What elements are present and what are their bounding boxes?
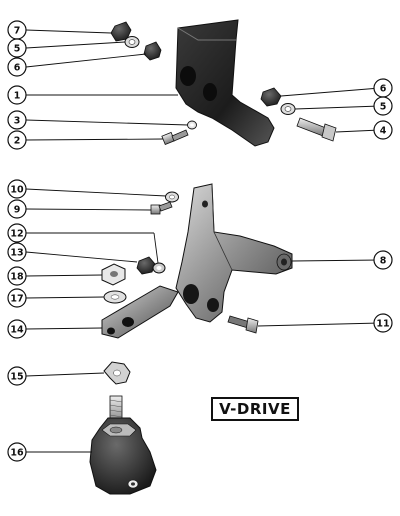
callout-15: 15 <box>7 366 27 386</box>
callout-11: 11 <box>373 313 393 333</box>
callout-5-right: 5 <box>373 96 393 116</box>
callout-18: 18 <box>7 266 27 286</box>
callout-6-right: 6 <box>373 78 393 98</box>
callout-16: 16 <box>7 442 27 462</box>
right-washer-part <box>280 103 296 115</box>
callout-8: 8 <box>373 250 393 270</box>
callout-7: 7 <box>7 20 27 40</box>
svg-text:12: 12 <box>10 228 23 239</box>
callout-5-top: 5 <box>7 38 27 58</box>
svg-text:5: 5 <box>14 43 21 54</box>
callout-10: 10 <box>7 179 27 199</box>
lock-washer-part <box>152 262 166 274</box>
callout-12: 12 <box>7 223 27 243</box>
svg-text:14: 14 <box>10 324 24 335</box>
long-bolt-part <box>296 117 337 142</box>
small-washer-part <box>187 120 197 130</box>
link-bar-part <box>101 285 179 339</box>
svg-text:9: 9 <box>14 204 21 215</box>
svg-text:16: 16 <box>10 447 24 458</box>
svg-text:7: 7 <box>14 25 21 36</box>
callout-4: 4 <box>373 120 393 140</box>
mid-bolt-part <box>150 201 173 215</box>
callout-9: 9 <box>7 199 27 219</box>
mid-nut-part <box>136 256 156 275</box>
svg-text:1: 1 <box>14 90 21 101</box>
svg-text:6: 6 <box>380 83 387 94</box>
engine-mount-part <box>89 395 157 495</box>
short-bolt-part <box>161 129 189 146</box>
hex-nut-part <box>101 263 126 286</box>
svg-text:8: 8 <box>380 255 387 266</box>
callout-2: 2 <box>7 130 27 150</box>
svg-text:10: 10 <box>10 184 24 195</box>
callout-14: 14 <box>7 319 27 339</box>
right-spacer-part <box>260 87 282 107</box>
svg-text:2: 2 <box>14 135 21 146</box>
svg-text:4: 4 <box>380 125 387 136</box>
svg-text:13: 13 <box>10 247 23 258</box>
vdrive-bracket-part <box>175 183 293 323</box>
svg-text:17: 17 <box>10 293 23 304</box>
svg-text:3: 3 <box>14 115 21 126</box>
mid-washer-part <box>165 191 179 203</box>
mounting-bracket-part <box>175 19 275 147</box>
svg-text:11: 11 <box>376 318 389 329</box>
svg-text:6: 6 <box>14 62 21 73</box>
top-washer-part <box>124 36 140 48</box>
callout-6-top: 6 <box>7 57 27 77</box>
vdrive-label: V-DRIVE <box>211 397 299 421</box>
side-bolt-part <box>227 315 259 334</box>
svg-text:15: 15 <box>10 371 23 382</box>
callout-13: 13 <box>7 242 27 262</box>
callout-3: 3 <box>7 110 27 130</box>
callout-17: 17 <box>7 288 27 308</box>
callout-1: 1 <box>7 85 27 105</box>
leader-lines <box>25 29 381 453</box>
tab-washer-part <box>103 361 131 385</box>
svg-text:18: 18 <box>10 271 24 282</box>
flat-washer-part <box>103 290 127 304</box>
top-spacer-part <box>143 41 162 61</box>
svg-text:5: 5 <box>380 101 387 112</box>
